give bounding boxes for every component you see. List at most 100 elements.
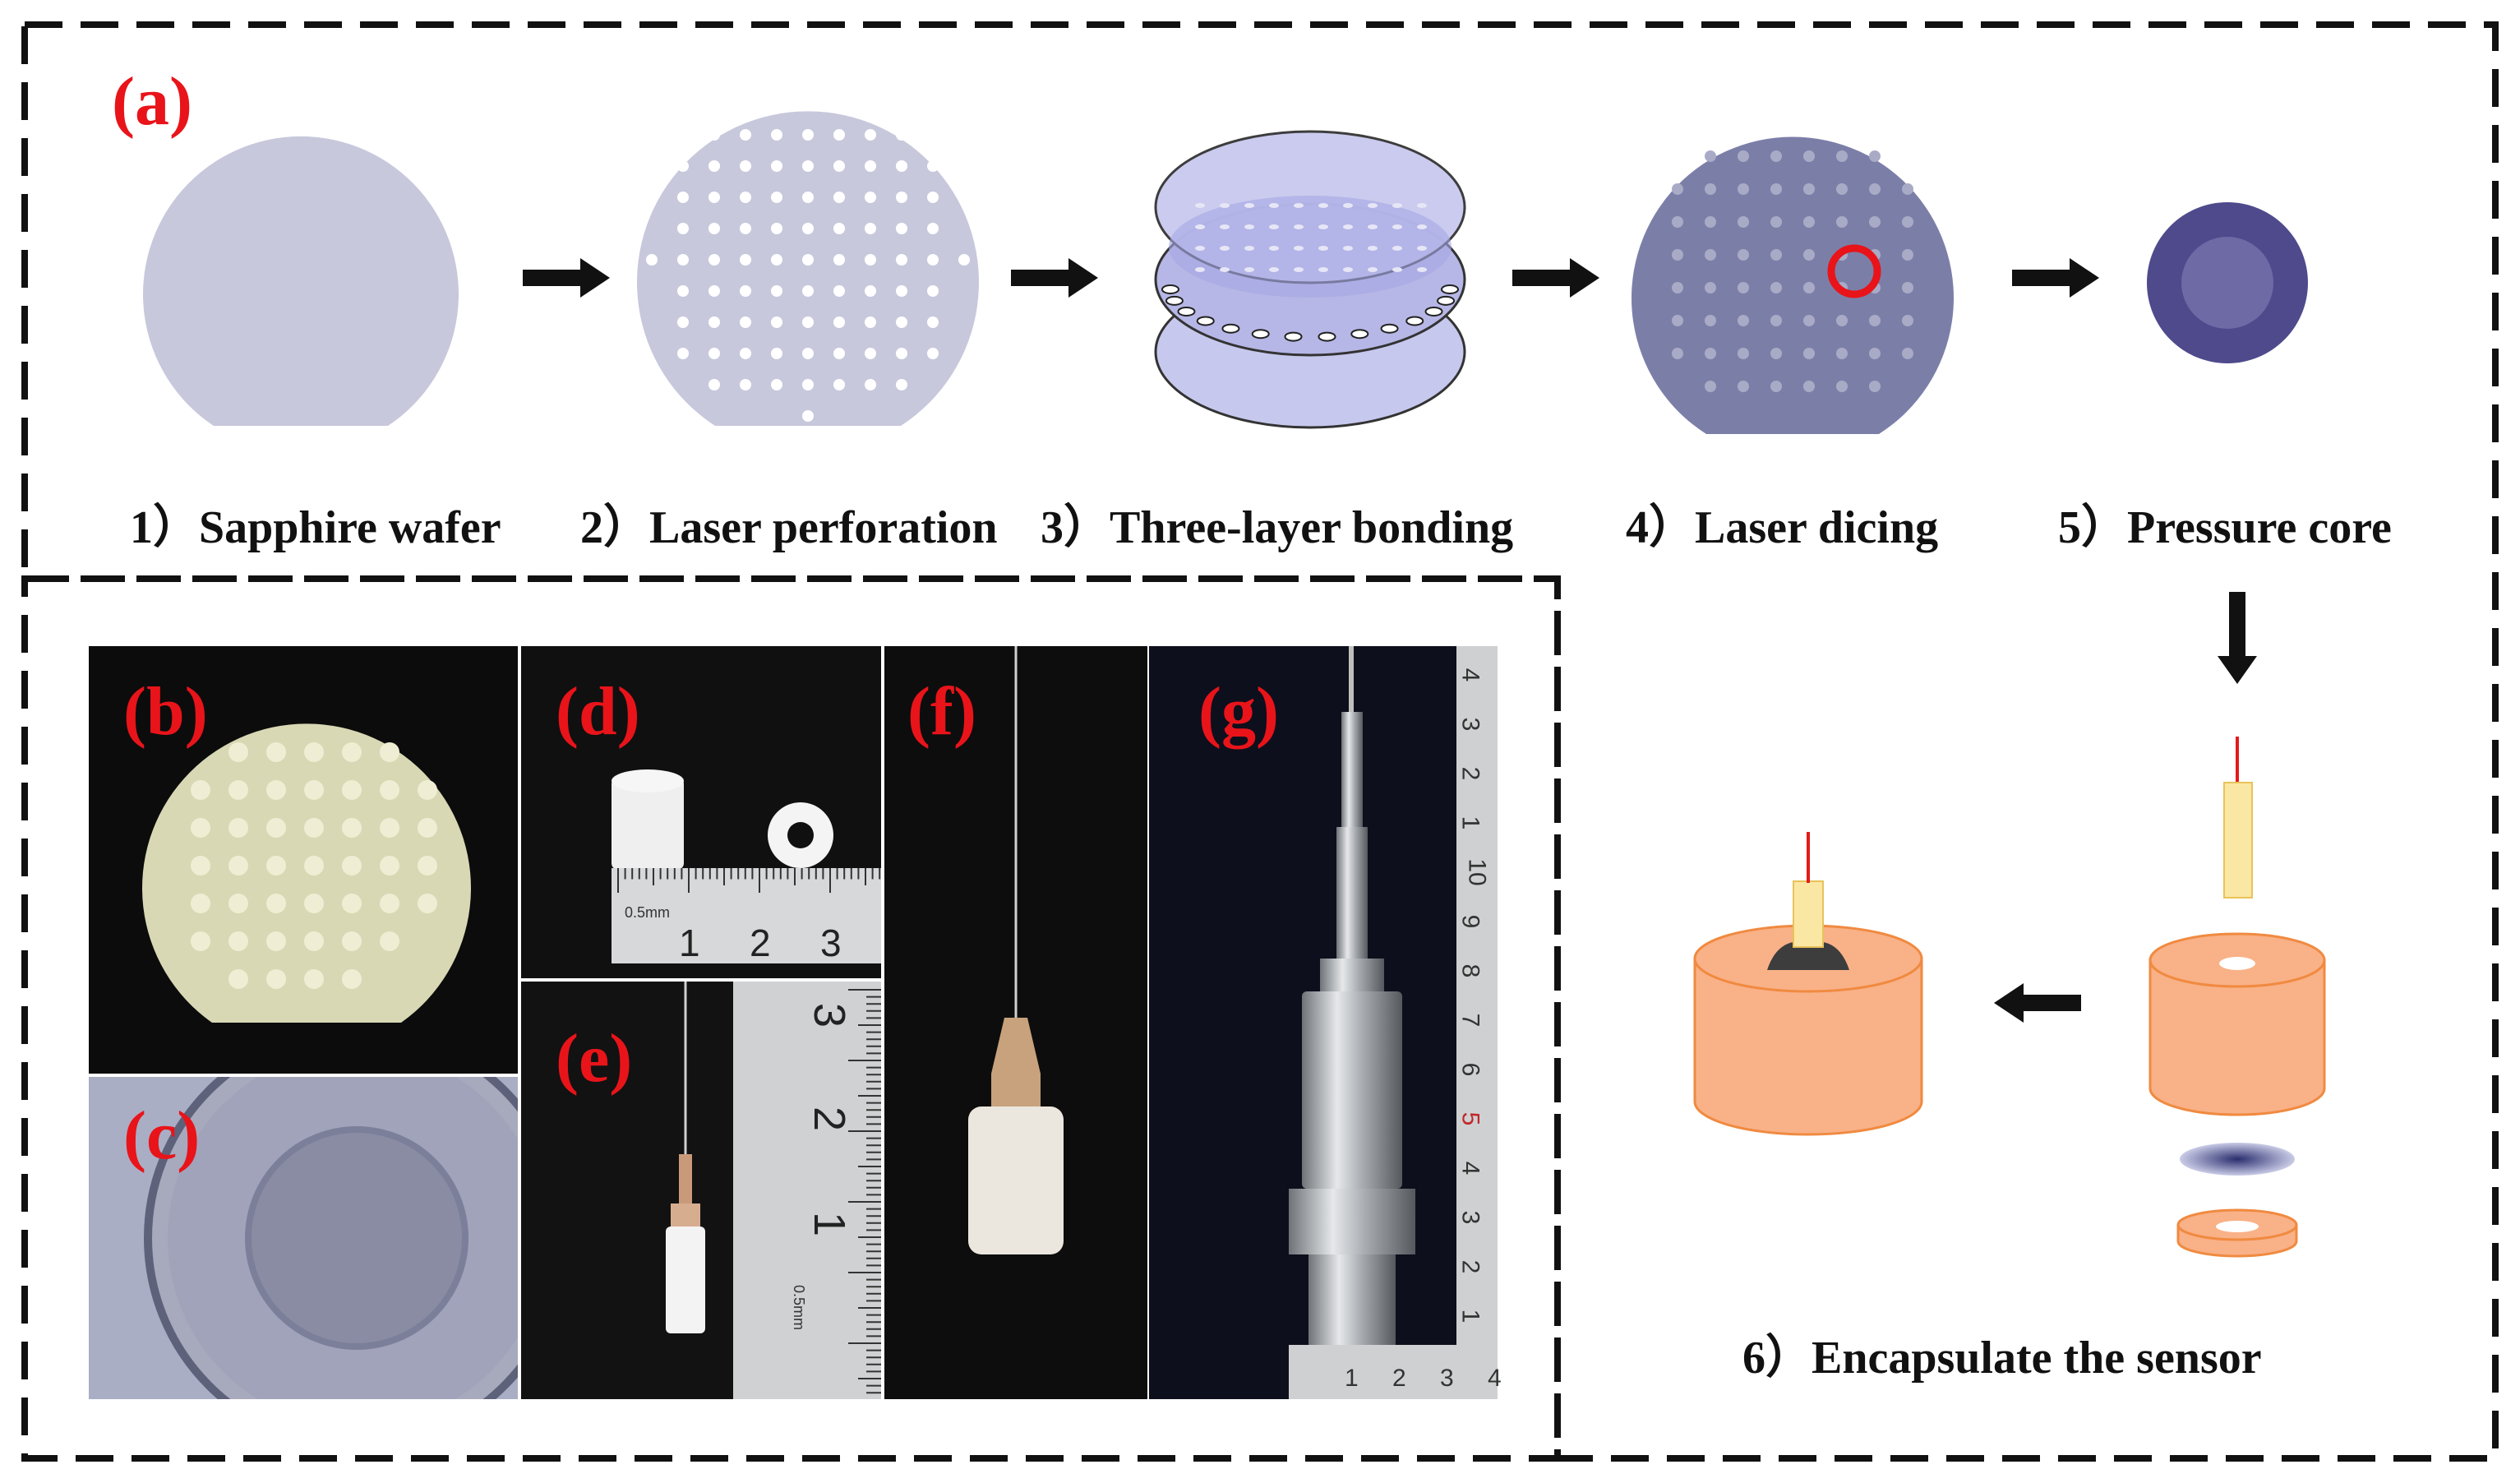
- ruler-g-mark: 10: [1463, 858, 1491, 886]
- arrow-left: [1994, 983, 2081, 1023]
- hole: [1220, 267, 1230, 272]
- hole: [1161, 284, 1179, 294]
- hole: [1294, 267, 1304, 272]
- hole: [304, 894, 324, 913]
- hole: [1368, 224, 1378, 229]
- panel-label-a: (a): [112, 63, 192, 140]
- photo-d-ceramics: [521, 646, 881, 978]
- hole: [740, 192, 751, 203]
- hole: [646, 254, 658, 266]
- hole: [266, 969, 286, 989]
- hole: [1803, 381, 1815, 392]
- hole: [1738, 315, 1749, 326]
- hole: [708, 285, 720, 297]
- hole: [1770, 348, 1782, 359]
- ruler-g-mark: 4: [1456, 668, 1484, 682]
- hole: [1441, 284, 1459, 294]
- hole: [380, 780, 399, 800]
- hole: [418, 856, 437, 875]
- hole: [1902, 315, 1913, 326]
- hole: [708, 254, 720, 266]
- hole: [1803, 150, 1815, 162]
- hole: [802, 192, 814, 203]
- hole: [1836, 348, 1848, 359]
- hole: [1705, 249, 1716, 261]
- arrow-1: [523, 258, 610, 298]
- hole: [1770, 381, 1782, 392]
- hole: [380, 894, 399, 913]
- ruler-g-mark: 8: [1456, 963, 1484, 978]
- hole: [1738, 381, 1749, 392]
- hole: [1195, 224, 1205, 229]
- ruler-g-bottom-mark: 1: [1345, 1365, 1359, 1392]
- hole: [1424, 306, 1443, 316]
- hole: [191, 780, 210, 800]
- panel-label-g: (g): [1198, 673, 1279, 750]
- hole: [1380, 323, 1399, 334]
- hole: [802, 160, 814, 172]
- hole: [1269, 203, 1279, 208]
- hole: [1437, 295, 1456, 306]
- arrow-3: [1512, 258, 1599, 298]
- hole: [677, 223, 689, 234]
- perforation-holes: [646, 98, 970, 422]
- hole: [304, 969, 324, 989]
- hole: [1803, 183, 1815, 195]
- hole: [1392, 224, 1402, 229]
- hole: [266, 780, 286, 800]
- hole: [1869, 216, 1881, 228]
- hole: [708, 160, 720, 172]
- hole: [833, 160, 845, 172]
- hole: [1705, 381, 1716, 392]
- hole: [1343, 224, 1353, 229]
- hole: [896, 223, 907, 234]
- hole: [802, 316, 814, 328]
- hole: [1738, 150, 1749, 162]
- hole: [927, 223, 939, 234]
- hole: [1672, 249, 1683, 261]
- hole: [1343, 267, 1353, 272]
- hole: [1343, 203, 1353, 208]
- hole: [865, 160, 876, 172]
- hole: [1294, 246, 1304, 251]
- hole: [740, 348, 751, 359]
- encapsulated-sensor: [1693, 832, 1923, 1136]
- ruler-d-mark-1: 1: [679, 922, 700, 964]
- ruler-g-mark: 3: [1456, 1210, 1484, 1225]
- photo-b-wafer: [89, 646, 518, 1074]
- hole: [802, 98, 814, 109]
- hole: [1165, 295, 1184, 306]
- hole: [740, 254, 751, 266]
- hole: [1803, 315, 1815, 326]
- hole: [1392, 203, 1402, 208]
- hole: [865, 129, 876, 141]
- hole: [865, 285, 876, 297]
- hole: [191, 894, 210, 913]
- hole: [740, 160, 751, 172]
- hole: [266, 931, 286, 951]
- ruler-g-bottom-mark: 4: [1488, 1365, 1502, 1392]
- hole: [833, 316, 845, 328]
- hole: [1803, 249, 1815, 261]
- hole: [771, 129, 782, 141]
- hole: [1672, 282, 1683, 293]
- hole: [228, 742, 248, 762]
- bonding-holes: [1161, 203, 1459, 342]
- hole: [266, 894, 286, 913]
- hole: [740, 316, 751, 328]
- hole: [228, 780, 248, 800]
- hole: [927, 348, 939, 359]
- hole: [896, 129, 907, 141]
- hole: [342, 856, 362, 875]
- step-label-1: 1）Sapphire wafer: [130, 502, 501, 553]
- hole: [342, 931, 362, 951]
- ruler-g-mark: 3: [1456, 717, 1484, 732]
- hole: [708, 129, 720, 141]
- ruler-g-mark: 5: [1456, 1111, 1484, 1126]
- hole: [1705, 150, 1716, 162]
- hole: [1244, 267, 1254, 272]
- hole: [677, 316, 689, 328]
- hole: [833, 348, 845, 359]
- hole: [1738, 249, 1749, 261]
- panel-label-b: (b): [123, 673, 208, 750]
